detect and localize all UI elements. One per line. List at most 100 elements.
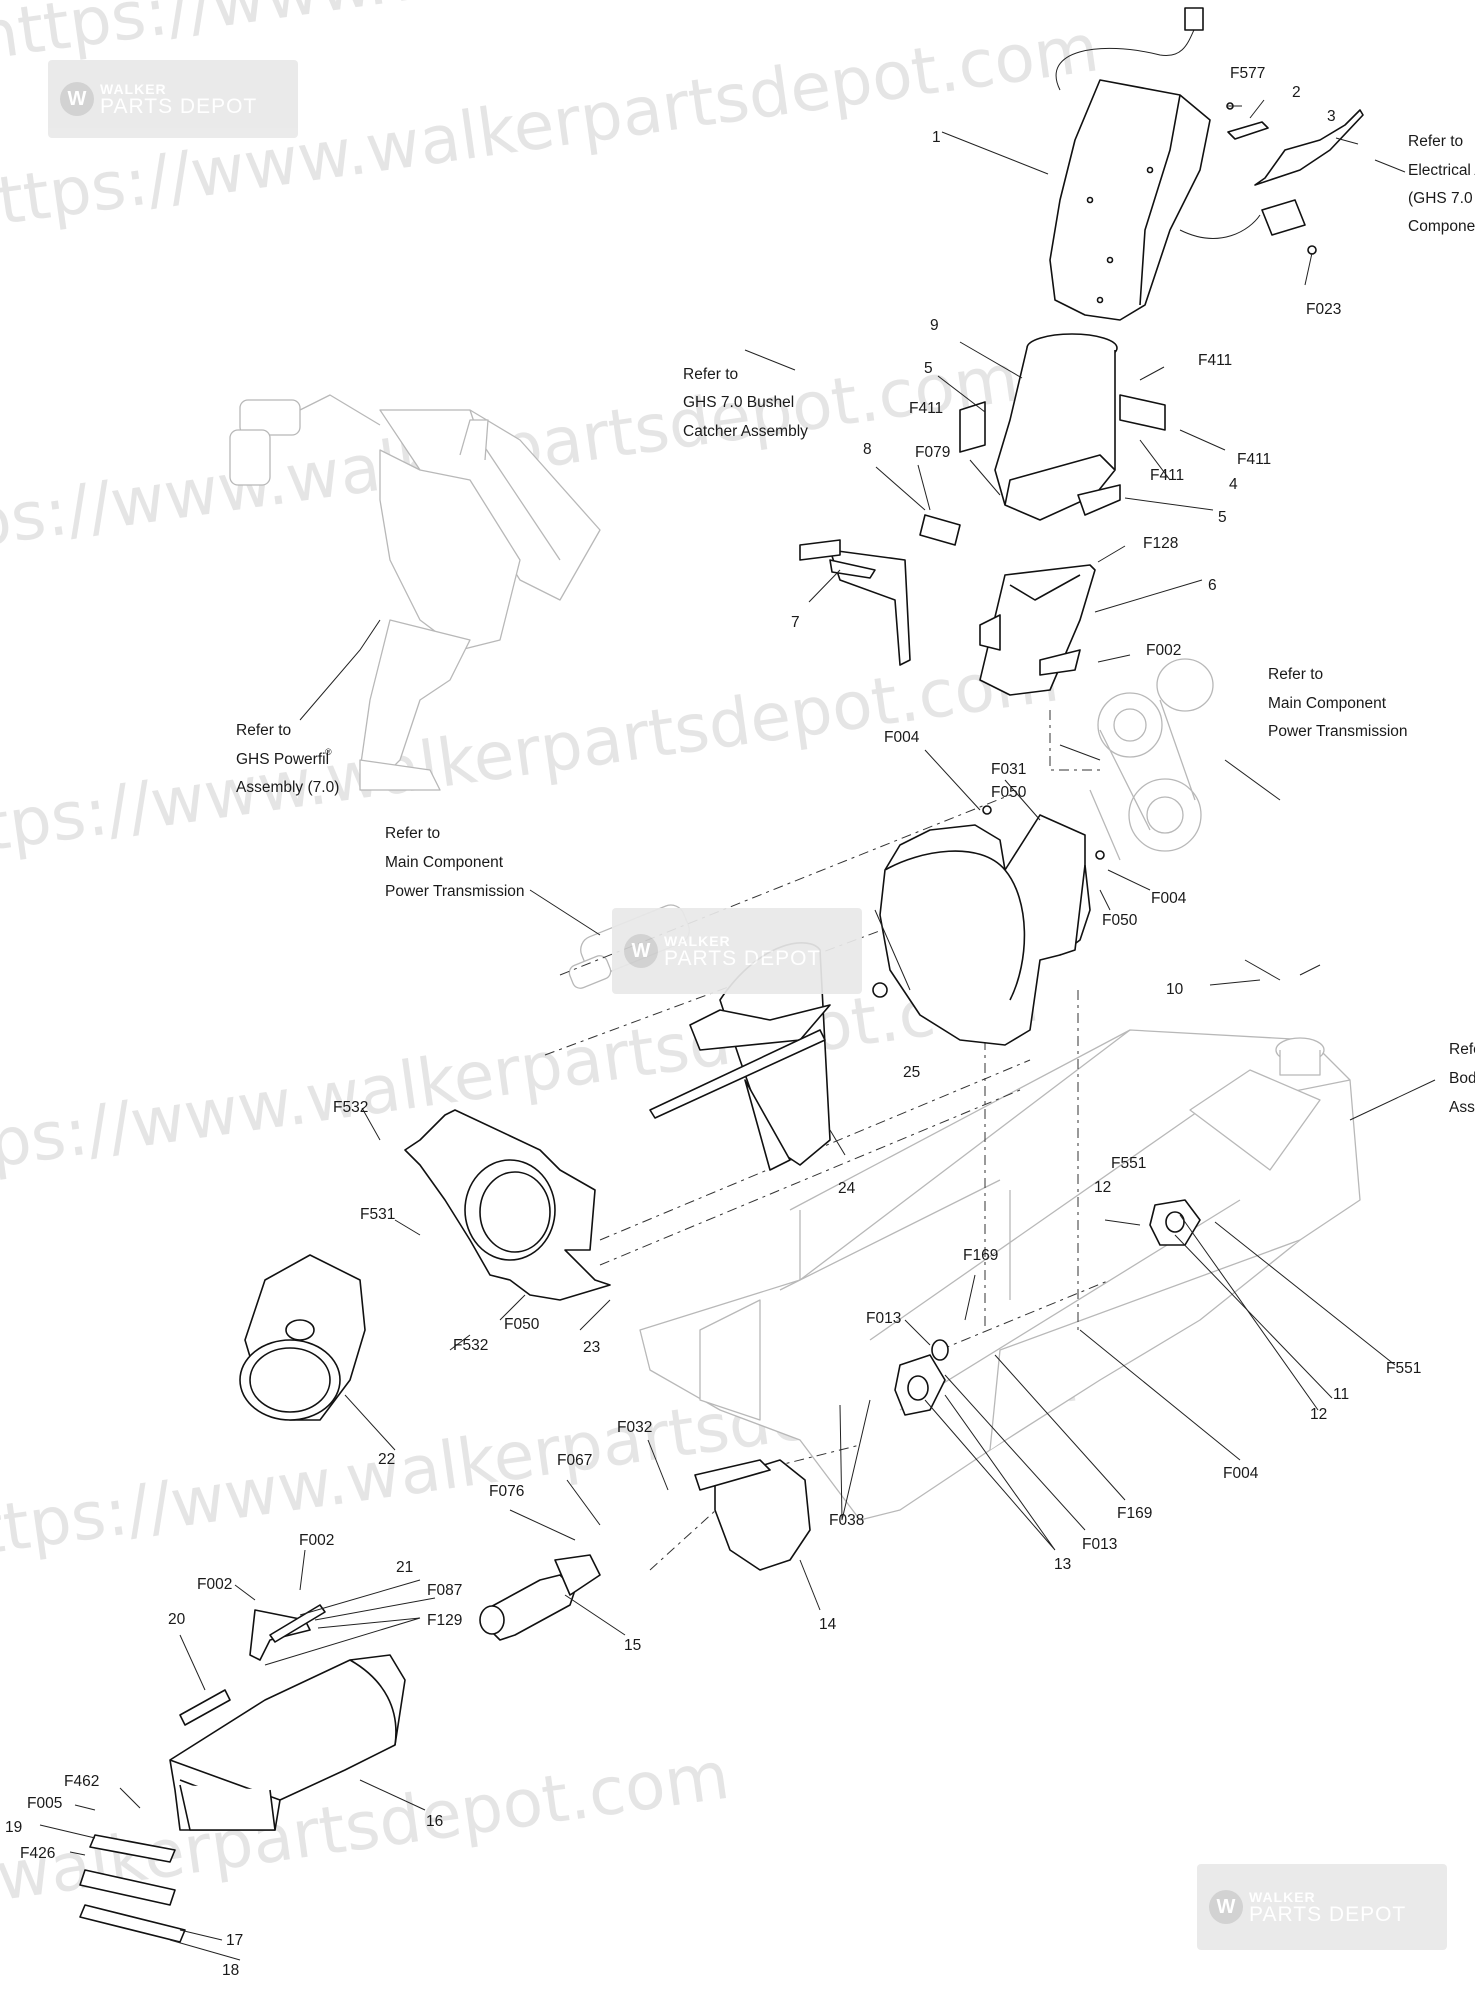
note-power-transmission-right-line: Power Transmission [1268, 723, 1408, 740]
callout: 5 [924, 360, 933, 377]
callout: 2 [1292, 84, 1301, 101]
callout: F002 [299, 1532, 334, 1549]
callout: 20 [168, 1611, 186, 1628]
reference-notes: Refer to Electrical A (GHS 7.0 E Compone… [236, 133, 1475, 1116]
note-electrical-line: (GHS 7.0 E [1408, 190, 1475, 207]
leader-lines [39, 99, 1436, 1961]
callout: 8 [863, 441, 872, 458]
callout: F005 [27, 1795, 62, 1812]
callout: F002 [197, 1576, 232, 1593]
part-10-fan-housing [879, 805, 1105, 1046]
callout: 3 [1327, 108, 1336, 125]
note-bushel-line: GHS 7.0 Bushel [683, 394, 794, 411]
badge-brand: WALKER [1249, 1888, 1316, 1905]
note-bushel-line: Catcher Assembly [683, 423, 808, 440]
note-power-transmission-left-line: Refer to [385, 825, 440, 842]
callout: F169 [963, 1247, 998, 1264]
badge-name: PARTS DEPOT [664, 946, 822, 970]
callout: 15 [624, 1637, 641, 1654]
callout: F426 [20, 1845, 55, 1862]
note-powerfil-mark: ® [325, 747, 332, 757]
callout: 24 [838, 1180, 856, 1197]
callout: 9 [930, 317, 939, 334]
callout: 17 [226, 1932, 243, 1949]
watermark-line: https://www.walkerpartsdepot.com [0, 639, 1063, 876]
note-powerfil-line: Assembly (7.0) [236, 779, 339, 796]
note-power-transmission-right-line: Refer to [1268, 666, 1323, 683]
badge-name: PARTS DEPOT [1249, 1902, 1407, 1926]
callout: 12 [1310, 1406, 1327, 1423]
part-6-lower-box [979, 564, 1096, 696]
callout: F004 [884, 729, 920, 746]
note-powerfil-line: Refer to [236, 722, 291, 739]
main-body-frame-ghost [639, 1029, 1361, 1521]
part-14-15-ring-and-coupler [479, 1459, 811, 1641]
callout: 11 [1333, 1386, 1349, 1403]
callout: 25 [903, 1064, 920, 1081]
callout: F411 [909, 400, 943, 417]
callout-labels: 1 F577 2 3 F023 9 5 F411 F411 F411 F411 … [5, 65, 1421, 1979]
callout: F129 [427, 1612, 462, 1629]
badge-name: PARTS DEPOT [100, 94, 258, 118]
callout: F462 [64, 1773, 99, 1790]
callout: F532 [333, 1099, 368, 1116]
callout: F411 [1198, 352, 1232, 369]
part-16-chute-extension [169, 1654, 406, 1831]
callout: F004 [1151, 890, 1187, 907]
callout: F128 [1143, 535, 1178, 552]
callout: F002 [1146, 642, 1181, 659]
callout: F532 [453, 1337, 488, 1354]
callout: F050 [1102, 912, 1138, 929]
callout: 13 [1054, 1556, 1071, 1573]
note-electrical-line: Componer [1408, 218, 1475, 235]
callout: 16 [426, 1813, 443, 1830]
watermark-badge: W WALKER PARTS DEPOT [612, 908, 862, 994]
callout: F038 [829, 1512, 864, 1529]
callout: F169 [1117, 1505, 1152, 1522]
callout: F067 [557, 1452, 592, 1469]
callout: 4 [1229, 476, 1238, 493]
callout: 7 [791, 614, 800, 631]
callout: F050 [504, 1316, 540, 1333]
callout: 19 [5, 1819, 22, 1836]
note-electrical-line: Electrical A [1408, 162, 1475, 179]
badge-brand: WALKER [100, 80, 167, 97]
callout: F411 [1150, 467, 1184, 484]
note-body-line: Ass [1449, 1099, 1475, 1116]
walker-logo-icon: W [60, 82, 94, 116]
callout: F013 [866, 1310, 901, 1327]
walker-logo-icon: W [1209, 1890, 1243, 1924]
note-bushel-line: Refer to [683, 366, 738, 383]
callout: 23 [583, 1339, 600, 1356]
part-7-8-brackets [799, 514, 961, 666]
note-electrical-line: Refer to [1408, 133, 1463, 150]
callout: F577 [1230, 65, 1265, 82]
part-23-back-plate [404, 1109, 611, 1301]
part-17-19-20-21-hinge-and-spring [79, 1604, 326, 1943]
watermark-badge: W WALKER PARTS DEPOT [48, 60, 298, 138]
note-powerfil-line: GHS Powerfil [236, 751, 329, 768]
part-24-impeller [649, 942, 888, 1171]
callout: 22 [378, 1451, 395, 1468]
note-body-line: Refe [1449, 1041, 1475, 1058]
callout: 12 [1094, 1179, 1111, 1196]
callout: F551 [1111, 1155, 1146, 1172]
callout: F076 [489, 1483, 524, 1500]
callout: 21 [396, 1559, 413, 1576]
callout: F013 [1082, 1536, 1117, 1553]
part-1-discharge-chute [1049, 7, 1261, 321]
ghs-powerfil-assembly-ghost [229, 394, 601, 791]
note-power-transmission-right-line: Main Component [1268, 695, 1387, 712]
callout: F032 [617, 1419, 652, 1436]
callout: F023 [1306, 301, 1341, 318]
callout: F031 [991, 761, 1026, 778]
callout: F551 [1386, 1360, 1421, 1377]
walker-logo-icon: W [624, 934, 658, 968]
note-power-transmission-left-line: Power Transmission [385, 883, 525, 900]
callout: 18 [222, 1962, 239, 1979]
badge-brand: WALKER [664, 932, 731, 949]
watermark-badge: W WALKER PARTS DEPOT [1197, 1864, 1447, 1950]
callout: 1 [932, 129, 941, 146]
callout: F050 [991, 784, 1027, 801]
